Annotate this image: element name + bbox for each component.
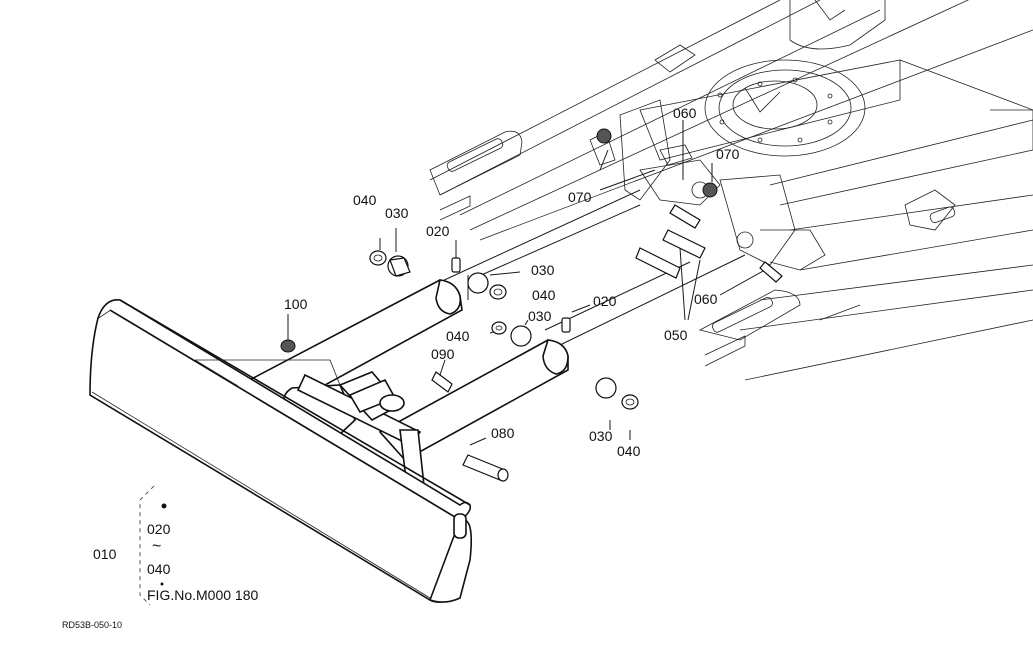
callout-040-upper-left: 040 [353, 192, 377, 208]
callout-040-middle: 040 [446, 328, 470, 344]
machine-frame [429, 0, 1033, 381]
small-parts [280, 128, 783, 482]
figure-reference: FIG.No.M000 180 [147, 587, 259, 603]
document-reference-code: RD53B-050-10 [62, 620, 123, 630]
callout-020-upper-left: 020 [426, 223, 450, 239]
assembly-bracket [139, 485, 167, 606]
callout-020-right: 020 [593, 293, 617, 309]
callout-040-upper-right: 040 [532, 287, 556, 303]
callout-070-left: 070 [568, 189, 592, 205]
callout-060-lower: 060 [694, 291, 718, 307]
callout-030-upper-right: 030 [531, 262, 555, 278]
callout-090: 090 [431, 346, 455, 362]
callout-060-upper: 060 [673, 105, 697, 121]
assembly-range-to: 040 [147, 561, 171, 577]
callout-030-upper-left: 030 [385, 205, 409, 221]
assembly-range-from: 020 [147, 521, 171, 537]
callout-100: 100 [284, 296, 308, 312]
callout-030-middle: 030 [528, 308, 552, 324]
callout-050: 050 [664, 327, 688, 343]
callout-040-lower: 040 [617, 443, 641, 459]
callout-030-lower: 030 [589, 428, 613, 444]
assembly-range-separator: ~ [152, 538, 162, 555]
callout-070-right: 070 [716, 146, 740, 162]
callout-010-assembly: 010 [93, 546, 117, 562]
callout-080: 080 [491, 425, 515, 441]
dozer-blade-assembly [89, 279, 569, 603]
